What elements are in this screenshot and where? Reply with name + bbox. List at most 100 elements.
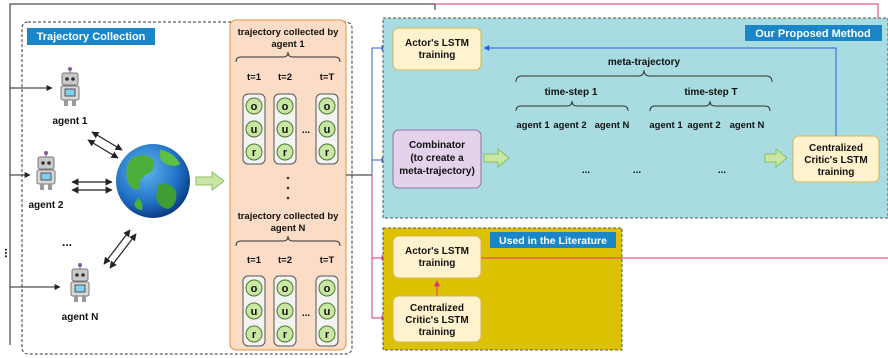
traj1-tT-label: t=T — [320, 72, 335, 83]
obs-symbol-circle — [318, 97, 336, 115]
trajN-tT-label: t=T — [320, 255, 335, 266]
literature-critic-box — [392, 295, 482, 343]
time-step-1-label: time-step 1 — [545, 87, 598, 98]
proposed-actor-line2: training — [419, 50, 456, 61]
tsT-agentN-label: agent N — [730, 120, 765, 131]
obs-symbol-circle — [318, 279, 336, 297]
meta-trajectory-label: meta-trajectory — [608, 57, 681, 68]
obs-symbol-r: r — [283, 329, 288, 341]
time-step-T-label: time-step T — [684, 87, 737, 98]
ts1-agentN-label: agent N — [595, 120, 630, 131]
critic-to-actor-arrow — [483, 45, 837, 136]
meta-to-critic-arrow — [764, 147, 788, 169]
literature-title: Used in the Literature — [499, 235, 607, 247]
svg-text:training: training — [818, 167, 855, 178]
ts1-dots: ... — [582, 165, 591, 176]
ts1-agent2-label: agent 2 — [553, 120, 586, 131]
robot-agent-2-icon — [36, 151, 56, 190]
obs-symbol-circle — [276, 279, 294, 297]
robot-agent-n-icon — [70, 263, 90, 302]
svg-text:training: training — [419, 258, 456, 269]
obs-symbol-circle — [276, 302, 294, 320]
svg-text:Centralized: Centralized — [410, 303, 464, 314]
traj1-t2-label: t=2 — [278, 72, 292, 83]
obs-symbol-circle — [245, 120, 263, 138]
traj1-stack-1: our — [273, 93, 297, 165]
obs-symbol-circle — [276, 325, 294, 343]
traj1-stack-0: our — [242, 93, 266, 165]
proposed-actor-line1: Actor's LSTM — [405, 38, 469, 49]
traj-agent1-brace — [235, 51, 341, 63]
robot-agent-1-icon — [60, 67, 80, 106]
traj-agentN-brace — [235, 235, 341, 247]
svg-text:Combinator: Combinator — [409, 140, 465, 151]
feedback-lines — [9, 3, 436, 345]
trajN-stack-2: our — [315, 275, 339, 347]
agent-n-label: agent N — [62, 312, 99, 323]
svg-text:Centralized: Centralized — [809, 143, 863, 154]
trajN-t2-label: t=2 — [278, 255, 292, 266]
svg-text:meta-trajectory): meta-trajectory) — [399, 166, 475, 177]
traj1-stack-2: our — [315, 93, 339, 165]
obs-symbol-r: r — [325, 329, 330, 341]
proposed-title: Our Proposed Method — [755, 28, 871, 40]
traj-agent1-title-line1: trajectory collected by — [238, 27, 340, 38]
obs-symbol-u: u — [282, 306, 289, 318]
proposed-actor-box — [392, 27, 482, 71]
obs-symbol-o: o — [324, 283, 331, 295]
svg-text:Critic's LSTM: Critic's LSTM — [804, 155, 868, 166]
trajN-stack-0: our — [242, 275, 266, 347]
time-step-1-brace — [515, 100, 629, 112]
svg-text:Actor's LSTM: Actor's LSTM — [405, 246, 469, 257]
obs-symbol-r: r — [325, 147, 330, 159]
traj-agentN-title-line1: trajectory collected by — [238, 211, 340, 222]
globe-environment-icon — [116, 144, 190, 218]
trajectories-routing — [346, 45, 388, 321]
obs-symbol-circle — [276, 97, 294, 115]
traj1-dots: ... — [302, 125, 311, 136]
trajectory-collection-title: Trajectory Collection — [37, 31, 146, 43]
obs-symbol-u: u — [282, 124, 289, 136]
agent-globe-arrows — [71, 131, 137, 269]
obs-symbol-circle — [245, 302, 263, 320]
trajN-stack-1: our — [273, 275, 297, 347]
tsT-agent2-label: agent 2 — [687, 120, 720, 131]
trajectory-collection-panel: Trajectory Collection — [21, 21, 353, 355]
obs-symbol-circle — [245, 143, 263, 161]
agent-ellipsis: ... — [62, 235, 72, 249]
obs-symbol-circle — [245, 279, 263, 297]
trajectory-collection-title-bg — [27, 28, 155, 45]
obs-symbol-o: o — [251, 283, 258, 295]
literature-panel: Used in the Literature Actor's LSTM trai… — [382, 227, 623, 351]
obs-symbol-r: r — [252, 329, 257, 341]
combinator-box — [392, 129, 482, 189]
obs-symbol-o: o — [324, 101, 331, 113]
obs-symbol-o: o — [251, 101, 258, 113]
obs-symbol-circle — [245, 325, 263, 343]
obs-symbol-o: o — [282, 283, 289, 295]
obs-symbol-circle — [318, 143, 336, 161]
obs-symbol-circle — [276, 143, 294, 161]
ts1-agent1-label: agent 1 — [516, 120, 550, 131]
obs-symbol-circle — [318, 325, 336, 343]
traj1-t1-label: t=1 — [247, 72, 262, 83]
globe-to-trajectories-arrow — [195, 171, 225, 191]
svg-text:training: training — [419, 327, 456, 338]
meta-trajectory-brace — [515, 69, 773, 83]
obs-symbol-u: u — [251, 124, 258, 136]
literature-actor-box — [392, 235, 482, 279]
trajN-dots: ... — [302, 308, 311, 319]
svg-text:Critic's LSTM: Critic's LSTM — [405, 315, 469, 326]
obs-symbol-circle — [276, 120, 294, 138]
obs-symbol-circle — [245, 97, 263, 115]
obs-symbol-u: u — [251, 306, 258, 318]
svg-text:(to create a: (to create a — [410, 153, 464, 164]
obs-symbol-o: o — [282, 101, 289, 113]
obs-symbol-u: u — [324, 124, 331, 136]
proposed-method-panel: Our Proposed Method Actor's LSTM trainin… — [382, 17, 888, 219]
traj-agent1-title-line2: agent 1 — [271, 39, 305, 50]
left-ellipsis: ... — [2, 248, 16, 258]
tsT-agent1-label: agent 1 — [649, 120, 683, 131]
agent-1-label: agent 1 — [52, 116, 87, 127]
